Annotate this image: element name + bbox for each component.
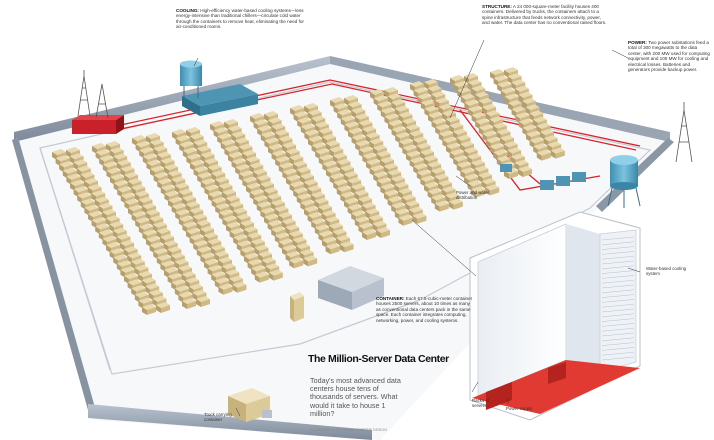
label-power-water: Power and water distribution — [456, 190, 489, 200]
server-rack-slot — [601, 337, 635, 342]
server-rack-slot — [601, 318, 635, 322]
server-rack-slot — [601, 265, 635, 270]
server-container — [362, 229, 376, 240]
label-power-supply: Power supply — [506, 406, 533, 411]
label-racks: Racks of servers — [472, 398, 490, 408]
server-container — [289, 257, 304, 269]
server-rack-slot — [601, 299, 635, 303]
left-wall — [12, 137, 94, 410]
container-rows — [52, 67, 565, 315]
server-container — [303, 255, 318, 267]
container-text: Each 67.5-cubic-meter container houses 2… — [376, 296, 473, 323]
server-container — [376, 227, 390, 238]
cooling-heading: COOLING: — [176, 8, 199, 13]
container-callout: CONTAINER: Each 67.5-cubic-meter contain… — [376, 296, 476, 323]
server-container — [434, 200, 449, 212]
power-text: Two power substations feed a total of 30… — [628, 40, 710, 73]
server-rack-slot — [601, 347, 635, 351]
server-container — [182, 298, 196, 309]
server-rack-slot — [601, 289, 635, 294]
illustration-credit: ILLUSTRATION BY BRYAN CHRISTIE DESIGN — [310, 428, 387, 432]
server-container — [156, 302, 170, 313]
server-rack-slot — [601, 241, 635, 246]
server-rack-slot — [601, 251, 635, 255]
server-rack-slot — [601, 284, 635, 289]
server-rack-slot — [601, 351, 635, 356]
server-rack-slot — [601, 342, 635, 346]
structure-callout: STRUCTURE: A 24 000-square-meter facilit… — [482, 4, 608, 26]
power-line — [39, 147, 111, 371]
structure-heading: STRUCTURE: — [482, 4, 512, 9]
server-rack-slot — [601, 356, 635, 361]
server-container — [412, 212, 427, 224]
power-callout: POWER: Two power substations feed a tota… — [628, 40, 712, 72]
power-water-distribution-units — [500, 164, 586, 190]
control-building — [318, 266, 384, 310]
server-container — [218, 283, 233, 295]
power-heading: POWER: — [628, 40, 647, 45]
back-wall-right — [330, 56, 670, 142]
server-rack-slot — [601, 279, 635, 284]
server-container — [536, 149, 551, 161]
server-container — [268, 269, 283, 281]
server-container — [518, 166, 532, 177]
server-rack-slot — [601, 313, 635, 318]
server-container — [232, 281, 247, 293]
structure-text: A 24 000-square-meter facility houses 40… — [482, 4, 607, 26]
front-wall — [88, 404, 372, 440]
server-rack-slot — [601, 323, 635, 327]
server-container — [485, 184, 500, 196]
server-rack-slot — [601, 270, 635, 274]
server-container — [339, 241, 354, 253]
server-rack-slot — [601, 327, 635, 332]
server-rack-slot — [601, 236, 635, 241]
server-rack-slot — [601, 332, 635, 337]
cooling-text: High-efficiency water-based cooling syst… — [176, 8, 304, 30]
leader-lines — [193, 39, 641, 417]
server-container — [325, 243, 340, 255]
server-container — [550, 147, 565, 159]
server-rack-slot — [601, 294, 635, 298]
server-rack-slot — [601, 246, 635, 250]
server-container — [196, 296, 210, 307]
power-substation-left — [72, 70, 124, 134]
server-rack-slot — [601, 260, 635, 265]
container-heading: CONTAINER: — [376, 296, 405, 301]
server-container — [448, 198, 463, 210]
page-subtitle: Today's most advanced data centers house… — [310, 376, 401, 418]
container-cutaway — [469, 211, 641, 421]
server-rack-slot — [601, 303, 635, 308]
page-title: The Million-Server Data Center — [308, 353, 449, 365]
server-rack-slot — [601, 308, 635, 313]
server-rack-slot — [601, 275, 635, 279]
server-container — [254, 271, 269, 283]
container-truck — [228, 388, 272, 422]
label-water-cooling: Water-based cooling system — [646, 266, 687, 276]
water-tower-right — [607, 155, 641, 208]
power-supply-strip — [472, 360, 640, 414]
power-substation-right — [675, 102, 693, 163]
server-container — [142, 304, 156, 315]
parked-container — [290, 292, 304, 322]
cooling-plant — [180, 60, 258, 116]
server-container — [398, 214, 413, 226]
cooling-callout: COOLING: High-efficiency water-based coo… — [176, 8, 304, 30]
server-rack-slot — [601, 255, 635, 260]
label-truck: Truck carrying container — [204, 412, 232, 422]
server-container — [471, 186, 486, 198]
